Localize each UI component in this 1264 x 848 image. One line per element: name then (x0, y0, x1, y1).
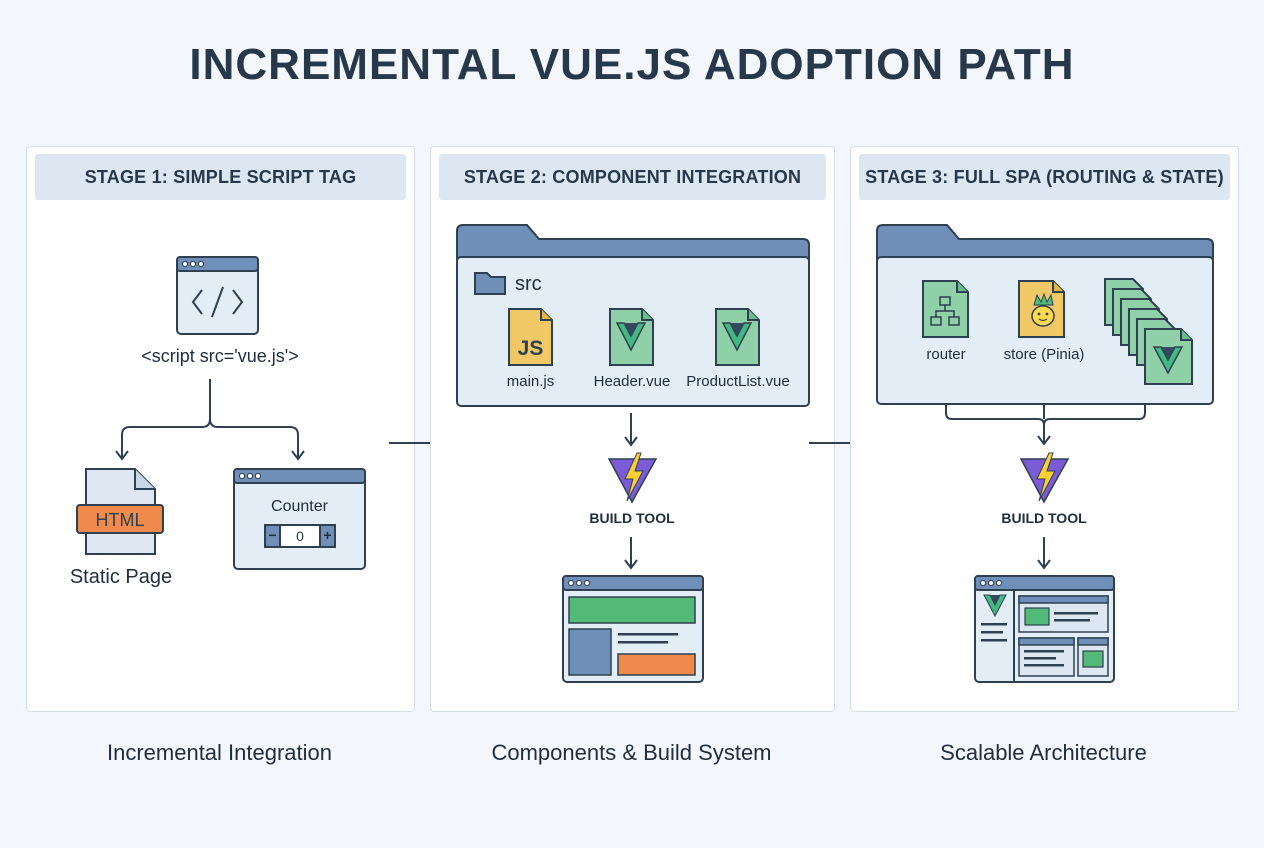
arrow-down-icon (1037, 537, 1051, 570)
merge-arrows (945, 405, 1146, 446)
router-file-icon (922, 280, 969, 338)
html-document-icon (76, 468, 164, 555)
stage-2-caption: Components & Build System (491, 740, 772, 765)
file-label-header-vue: Header.vue (593, 373, 671, 390)
stage-3-graphics (876, 224, 1214, 683)
branch-arrows (115, 379, 305, 461)
counter-decrement-button[interactable]: − (268, 527, 277, 543)
build-tool-icon (607, 452, 658, 504)
script-tag-label: <script src='vue.js'> (141, 346, 299, 366)
build-tool-label: BUILD TOOL (1001, 510, 1087, 526)
code-window-icon (176, 256, 259, 335)
html-badge-label: HTML (95, 510, 145, 530)
stage-2-header: STAGE 2: COMPONENT INTEGRATION (439, 154, 826, 200)
stage-2-graphics (456, 224, 810, 683)
build-tool-icon (1019, 452, 1070, 504)
stage-1-panel: STAGE 1: SIMPLE SCRIPT TAG (26, 146, 415, 712)
file-label-productlist-vue: ProductList.vue (686, 373, 790, 390)
counter-value: 0 (296, 528, 304, 544)
stage-1-header: STAGE 1: SIMPLE SCRIPT TAG (35, 154, 406, 200)
js-file-icon (508, 308, 553, 366)
counter-window-icon (233, 468, 366, 570)
counter-label: Counter (271, 498, 328, 515)
build-tool-label: BUILD TOOL (589, 510, 675, 526)
pinia-store-icon (1018, 280, 1065, 338)
file-label-main-js: main.js (506, 373, 555, 390)
stage-3-panel: STAGE 3: FULL SPA (ROUTING & STATE) (850, 146, 1239, 712)
js-badge-label: JS (517, 337, 544, 360)
stage-2-panel: STAGE 2: COMPONENT INTEGRATION (430, 146, 835, 712)
stage-3-caption: Scalable Architecture (940, 740, 1147, 765)
stage-1-caption: Incremental Integration (106, 740, 333, 765)
counter-increment-button[interactable]: + (323, 527, 332, 543)
browser-window-icon (562, 575, 704, 683)
vue-components-stack-icon (1104, 278, 1193, 385)
file-label-router: router (926, 346, 966, 363)
stage-1-graphics (76, 256, 366, 570)
static-page-label: Static Page (69, 566, 173, 588)
arrow-down-icon (624, 413, 638, 447)
vue-file-icon (609, 308, 654, 366)
src-folder-label: src (515, 273, 542, 295)
page-title: INCREMENTAL VUE.JS ADOPTION PATH (189, 40, 1075, 89)
file-label-store-pinia: store (Pinia) (1003, 346, 1085, 363)
stage-3-header: STAGE 3: FULL SPA (ROUTING & STATE) (859, 154, 1230, 200)
spa-browser-window-icon (974, 575, 1115, 683)
vue-file-icon (715, 308, 760, 366)
arrow-down-icon (624, 537, 638, 570)
